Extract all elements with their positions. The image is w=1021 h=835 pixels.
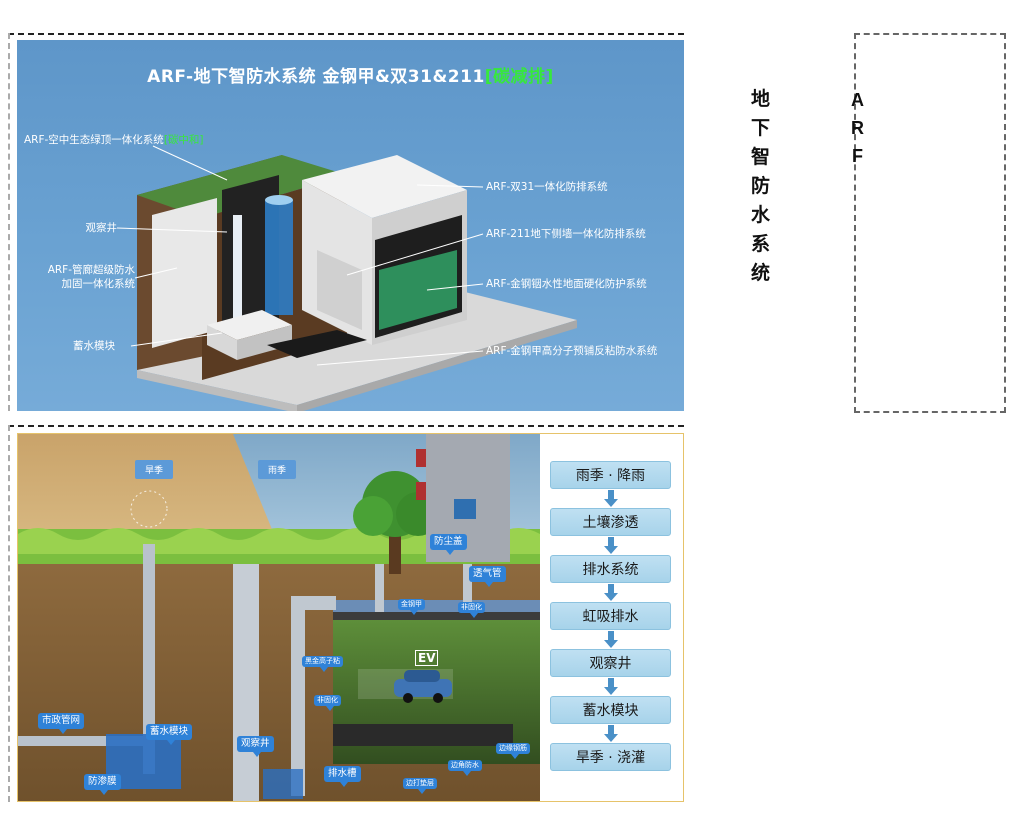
top-system-panel: ARF-地下智防水系统 金钢甲&双31&211[碳减排]: [17, 40, 684, 411]
vertical-title-char: 系: [751, 233, 771, 255]
vertical-title-char: 地: [751, 88, 771, 110]
scene-illustration: [18, 434, 540, 801]
right-frame: [854, 33, 1006, 413]
arrow-down-icon: [604, 725, 618, 742]
flow-step-observe: 观察井: [550, 649, 671, 677]
label-corridor: ARF-管廊超级防水 加固一体化系统: [47, 264, 135, 290]
flow-step-siphon: 虹吸排水: [550, 602, 671, 630]
arrow-down-icon: [604, 584, 618, 601]
vertical-title: 地 下 智 防 水 系 统: [751, 85, 770, 288]
vertical-brand-char: R: [851, 118, 864, 138]
tag-vent-pipe: 透气管: [469, 566, 506, 587]
underground-scene: 旱季 雨季 防尘盖 透气管 金钢甲 非固化 黑金高子粘 非固化 市政管网 蓄水模…: [18, 434, 540, 801]
tag-edge-rebar: 边缘钢筋: [496, 743, 530, 759]
vertical-brand-char: F: [852, 146, 863, 166]
flow-step-irrigation: 旱季 · 浇灌: [550, 743, 671, 771]
arrow-down-icon: [604, 537, 618, 554]
top-frame-line: [8, 33, 684, 35]
label-double31: ARF-双31一体化防排系统: [486, 181, 608, 193]
water-flow-steps: 雨季 · 降雨 土壤渗透 排水系统 虹吸排水 观察井 蓄水模块 旱季 · 浇灌: [540, 434, 683, 801]
arrow-down-icon: [604, 631, 618, 648]
tag-municipal-pipe: 市政管网: [38, 713, 85, 734]
season-rain: 雨季: [258, 460, 297, 479]
top-title-main: ARF-地下智防水系统 金钢甲&双31&211: [147, 67, 485, 87]
tag-drain-groove: 排水槽: [324, 766, 361, 787]
vertical-title-char: 下: [751, 117, 771, 139]
label-green-roof: ARF-空中生态绿顶一体化系统[碳中和]: [24, 134, 204, 146]
arrow-down-icon: [604, 490, 618, 507]
tag-corner-waterproof: 边角防水: [448, 760, 482, 776]
season-dry: 旱季: [135, 460, 174, 479]
tag-membrane: 防渗膜: [84, 774, 121, 795]
tag-polymer: 黑金高子粘: [302, 656, 343, 672]
vertical-title-char: 统: [751, 262, 771, 284]
flow-step-storage: 蓄水模块: [550, 696, 671, 724]
tag-armor: 金钢甲: [398, 599, 425, 615]
top-title-highlight: [碳减排]: [484, 67, 554, 87]
tag-edge-cushion: 边打垫层: [403, 778, 437, 794]
arrow-down-icon: [604, 678, 618, 695]
label-side-wall-211: ARF-211地下侧墙一体化防排系统: [486, 228, 646, 240]
label-observation-well: 观察井: [85, 222, 118, 234]
vertical-title-char: 水: [751, 204, 771, 226]
vertical-title-char: 防: [751, 175, 771, 197]
bottom-water-cycle-panel: 旱季 雨季 防尘盖 透气管 金钢甲 非固化 黑金高子粘 非固化 市政管网 蓄水模…: [17, 433, 684, 802]
left-frame-bottom: [8, 425, 10, 802]
flow-step-soil: 土壤渗透: [550, 508, 671, 536]
tag-dust-cover: 防尘盖: [430, 534, 467, 555]
ev-label: EV: [415, 650, 439, 666]
left-frame-top: [8, 33, 10, 411]
bottom-frame-line: [8, 425, 684, 427]
tag-observation-well: 观察井: [237, 736, 274, 757]
building-illustration: [116, 145, 577, 411]
label-polymer-membrane: ARF-金钢甲高分子预铺反粘防水系统: [486, 345, 658, 357]
top-title: ARF-地下智防水系统 金钢甲&双31&211[碳减排]: [17, 62, 684, 87]
label-floor-hardening: ARF-金钢铟水性地面硬化防护系统: [486, 278, 647, 290]
tag-non-cure: 非固化: [458, 602, 485, 618]
tag-storage-module: 蓄水模块: [146, 724, 193, 745]
label-storage-module: 蓄水模块: [73, 340, 115, 352]
vertical-brand: A R F: [851, 86, 864, 170]
flow-step-rain: 雨季 · 降雨: [550, 461, 671, 489]
flow-step-drain: 排水系统: [550, 555, 671, 583]
vertical-brand-char: A: [851, 90, 864, 110]
tag-non-cure-2: 非固化: [314, 695, 341, 711]
vertical-title-char: 智: [751, 146, 771, 168]
